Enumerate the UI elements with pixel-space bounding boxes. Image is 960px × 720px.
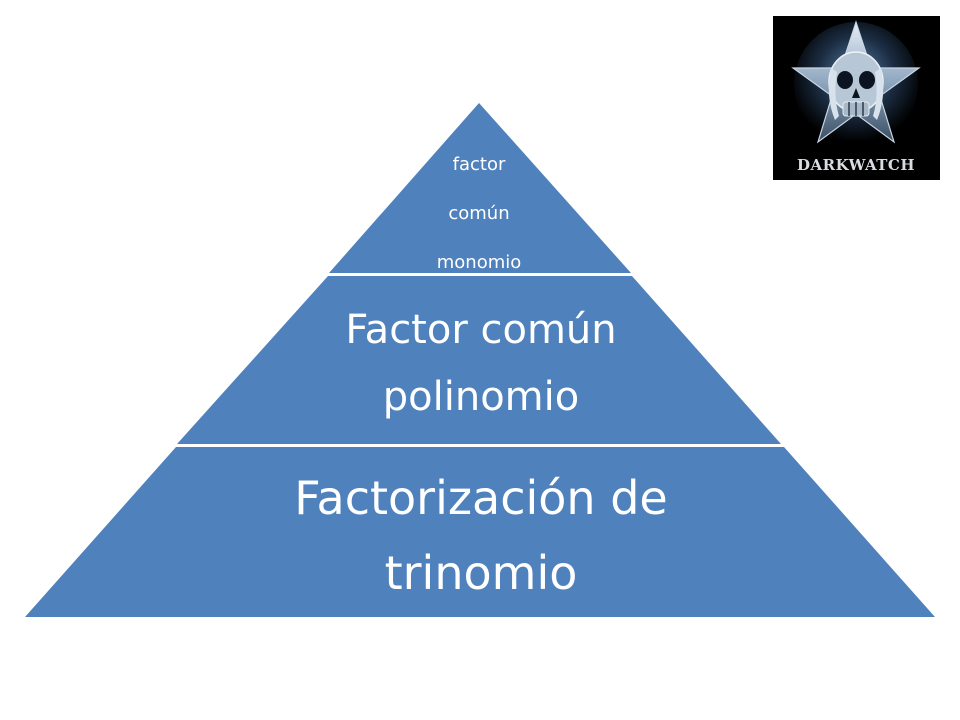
pyramid-level-bottom [25,447,935,617]
level-top-line-3: monomio [437,252,522,273]
level-bottom-line-1: Factorización de [294,471,667,525]
level-middle-line-1: Factor común [345,307,616,353]
level-middle-line-2: polinomio [383,374,579,420]
level-top-line-1: factor [453,154,506,175]
pyramid-level-middle [177,276,781,444]
darkwatch-logo: DARKWATCH [773,16,940,180]
level-bottom-line-2: trinomio [385,546,578,600]
pyramid-level-top [329,103,631,273]
logo-text: DARKWATCH [797,156,915,174]
skull-star-emblem-icon: DARKWATCH [773,16,940,180]
level-top-line-2: común [448,203,509,224]
